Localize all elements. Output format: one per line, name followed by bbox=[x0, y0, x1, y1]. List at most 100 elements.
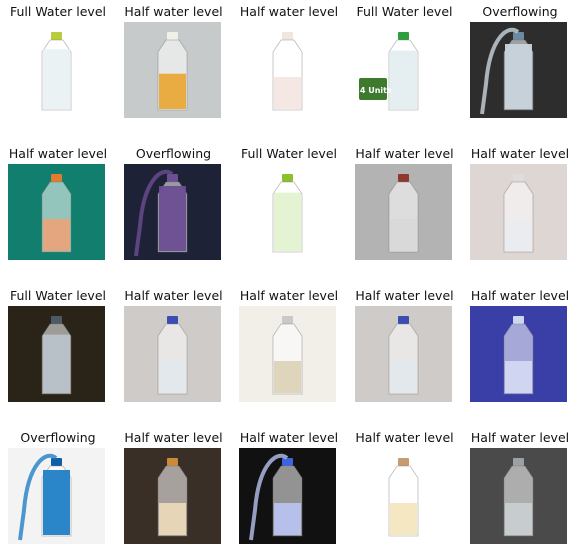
bottle-cap bbox=[513, 32, 524, 40]
cell-label: Half water level bbox=[470, 288, 570, 303]
cell-label: Full Water level bbox=[10, 4, 106, 19]
liquid-fill bbox=[43, 219, 70, 251]
bottle-illustration bbox=[354, 448, 452, 544]
cell-label: Full Water level bbox=[356, 4, 453, 19]
bottle-illustration bbox=[470, 448, 567, 544]
bottle-cap bbox=[51, 32, 62, 40]
bottle-photo bbox=[123, 306, 221, 402]
bottle-illustration bbox=[239, 448, 336, 544]
cell-label: Half water level bbox=[239, 288, 339, 303]
cell-label: Half water level bbox=[124, 288, 223, 303]
bottle-cap bbox=[282, 174, 293, 182]
grid-cell: Half water level bbox=[462, 144, 572, 264]
grid-cell: Half water level bbox=[231, 428, 347, 548]
bottle-illustration bbox=[123, 22, 221, 118]
bottle-illustration bbox=[8, 164, 105, 260]
bottle-photo bbox=[470, 164, 567, 260]
grid-cell: Half water level bbox=[347, 144, 463, 264]
liquid-fill bbox=[389, 361, 417, 393]
bottle-illustration bbox=[470, 306, 567, 402]
bottle-illustration bbox=[8, 22, 105, 118]
cell-label: Overflowing bbox=[135, 146, 212, 161]
liquid-fill bbox=[505, 44, 532, 109]
overflow-stream bbox=[249, 453, 289, 541]
grid-cell: Half water level bbox=[231, 286, 347, 406]
cell-label: Half water level bbox=[355, 288, 454, 303]
bottle-cap bbox=[166, 32, 178, 40]
bottle-cap bbox=[166, 174, 178, 182]
bottle-photo bbox=[239, 164, 336, 260]
bottle-cap bbox=[397, 174, 409, 182]
bottle-illustration bbox=[123, 164, 221, 260]
grid-cell: Overflowing bbox=[0, 428, 116, 548]
bottle-illustration bbox=[123, 448, 221, 544]
bottle-photo: 24 Units bbox=[354, 22, 452, 118]
cell-label: Half water level bbox=[470, 146, 570, 161]
liquid-fill bbox=[505, 219, 532, 251]
cell-label: Full Water level bbox=[241, 146, 337, 161]
bottle-photo bbox=[8, 306, 105, 402]
bottle-illustration bbox=[8, 448, 105, 544]
bottle-photo bbox=[8, 448, 105, 544]
liquid-fill bbox=[43, 334, 70, 393]
bottle-cap bbox=[51, 174, 62, 182]
grid-cell: Full Water level bbox=[0, 286, 116, 406]
overflow-stream bbox=[133, 169, 173, 257]
cell-label: Half water level bbox=[124, 4, 223, 19]
bottle-photo bbox=[123, 448, 221, 544]
bottle-illustration bbox=[470, 22, 567, 118]
grid-cell: Half water level bbox=[0, 144, 116, 264]
overflow-stream bbox=[480, 27, 520, 115]
grid-cell: Full Water level 24 Units bbox=[347, 2, 463, 122]
bottle-cap bbox=[397, 316, 409, 324]
bottle-illustration bbox=[239, 306, 336, 402]
bottle-photo bbox=[8, 164, 105, 260]
bottle-illustration: 24 Units bbox=[354, 22, 452, 118]
cell-label: Half water level bbox=[355, 146, 454, 161]
bottle-cap bbox=[282, 458, 293, 466]
liquid-fill bbox=[505, 503, 532, 535]
bottle-cap bbox=[513, 316, 524, 324]
bottle-illustration bbox=[239, 22, 336, 118]
liquid-fill bbox=[43, 470, 70, 535]
grid-cell: Overflowing bbox=[116, 144, 232, 264]
bottle-photo bbox=[354, 164, 452, 260]
overflow-stream bbox=[18, 453, 58, 541]
cell-label: Half water level bbox=[8, 146, 108, 161]
cell-label: Half water level bbox=[239, 4, 339, 19]
bottle-cap bbox=[51, 316, 62, 324]
grid-cell: Half water level bbox=[116, 428, 232, 548]
grid-cell: Half water level bbox=[347, 428, 463, 548]
cell-label: Half water level bbox=[124, 430, 223, 445]
bottle-illustration bbox=[123, 306, 221, 402]
bottle-illustration bbox=[354, 306, 452, 402]
bottle-photo bbox=[470, 22, 567, 118]
units-badge: 24 Units bbox=[355, 78, 392, 100]
bottle-illustration bbox=[239, 164, 336, 260]
bottle-cap bbox=[282, 316, 293, 324]
cell-label: Full Water level bbox=[10, 288, 106, 303]
grid-cell: Half water level bbox=[347, 286, 463, 406]
grid-cell: Half water level bbox=[462, 428, 572, 548]
liquid-fill bbox=[389, 503, 417, 535]
cell-label: Half water level bbox=[355, 430, 454, 445]
bottle-photo bbox=[239, 306, 336, 402]
bottle-photo bbox=[354, 448, 452, 544]
liquid-fill bbox=[43, 49, 70, 109]
bottle-photo bbox=[470, 306, 567, 402]
bottle-photo bbox=[354, 306, 452, 402]
liquid-fill bbox=[274, 503, 301, 535]
bottle-cap bbox=[166, 316, 178, 324]
liquid-fill bbox=[389, 50, 417, 109]
liquid-fill bbox=[158, 361, 186, 393]
liquid-fill bbox=[158, 73, 186, 109]
grid-cell: Half water level bbox=[231, 2, 347, 122]
liquid-fill bbox=[274, 361, 301, 393]
liquid-fill bbox=[158, 503, 186, 535]
grid-cell: Half water level bbox=[116, 2, 232, 122]
bottle-cap bbox=[51, 458, 62, 466]
svg-text:24 Units: 24 Units bbox=[355, 86, 392, 95]
cell-label: Overflowing bbox=[482, 4, 558, 19]
bottle-cap bbox=[166, 458, 178, 466]
grid-cell: Overflowing bbox=[462, 2, 572, 122]
